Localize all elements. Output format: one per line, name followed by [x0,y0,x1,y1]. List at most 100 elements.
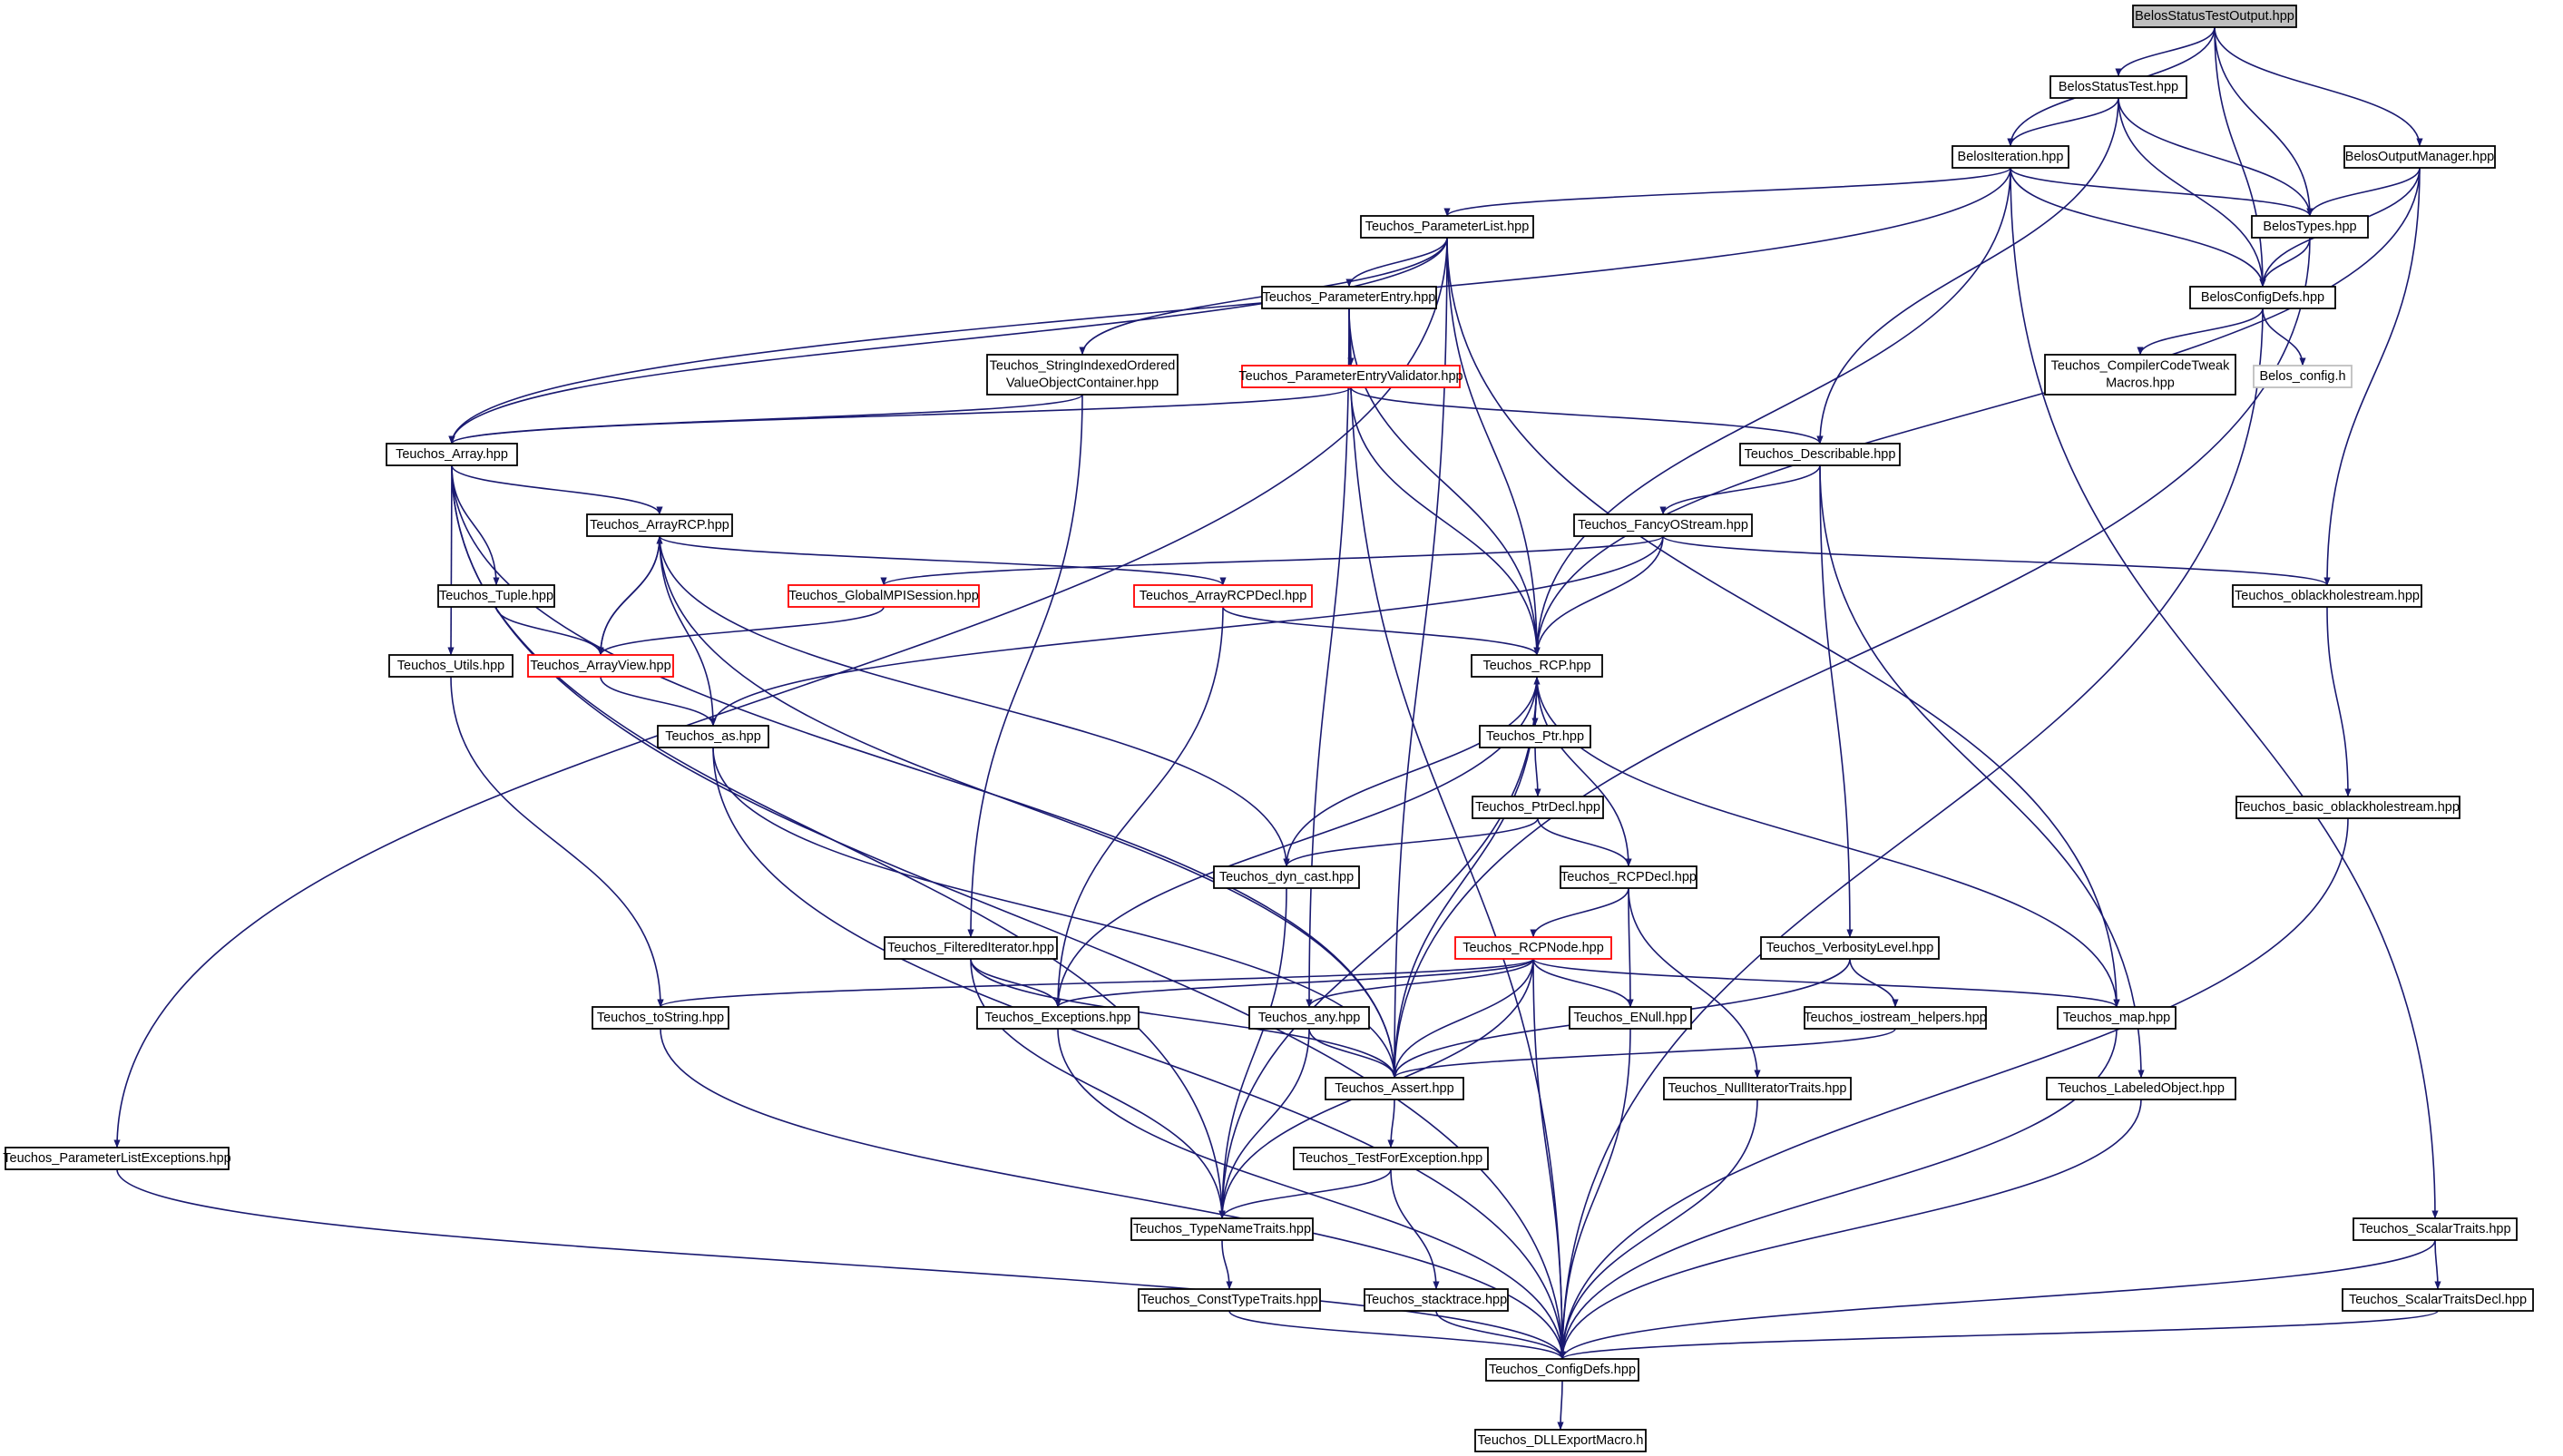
node-oblackholestream[interactable]: Teuchos_oblackholestream.hpp [2232,584,2422,608]
node-stacktrace[interactable]: Teuchos_stacktrace.hpp [1364,1288,1509,1312]
node-label: Teuchos_ArrayRCP.hpp [590,518,729,533]
edge-array-view-to-as [600,676,717,727]
node-const-type-traits[interactable]: Teuchos_ConstTypeTraits.hpp [1138,1288,1321,1312]
node-box [1573,513,1753,537]
node-global-mpi-session[interactable]: Teuchos_GlobalMPISession.hpp [787,584,980,608]
edge-belos-output-manager-to-belos-types [2306,167,2421,217]
node-label: BelosTypes.hpp [2263,220,2356,234]
node-verbosity-level[interactable]: Teuchos_VerbosityLevel.hpp [1760,936,1940,960]
node-filtered-iterator[interactable]: Teuchos_FilteredIterator.hpp [884,936,1058,960]
node-box [592,1006,729,1030]
node-label: Teuchos_TestForException.hpp [1299,1151,1482,1166]
node-belos-status-test[interactable]: BelosStatusTest.hpp [2049,75,2187,99]
node-label: Teuchos_CompilerCodeTweak [2051,359,2230,374]
node-box [1804,1006,1987,1030]
node-rcp-decl[interactable]: Teuchos_RCPDecl.hpp [1560,865,1697,889]
node-label: Teuchos_ArrayView.hpp [530,659,670,673]
node-utils[interactable]: Teuchos_Utils.hpp [388,654,514,678]
edge-rcp-node-to-teuchos-config-defs [1532,958,1566,1360]
nodes-layer: BelosStatusTestOutput.hppBelosStatusTest… [3,5,2534,1452]
node-string-indexed[interactable]: Teuchos_StringIndexedOrderedValueObjectC… [986,354,1179,396]
node-labeled-object[interactable]: Teuchos_LabeledObject.hpp [2046,1077,2236,1100]
node-array-rcp[interactable]: Teuchos_ArrayRCP.hpp [586,513,733,537]
node-label: ValueObjectContainer.hpp [1006,376,1159,391]
edge-fancy-o-stream-to-oblackholestream [1662,535,2331,586]
node-box [2235,796,2460,819]
node-rcp-node[interactable]: Teuchos_RCPNode.hpp [1454,936,1612,960]
node-array[interactable]: Teuchos_Array.hpp [386,443,518,466]
node-belos-iteration[interactable]: BelosIteration.hpp [1952,145,2069,169]
node-scalar-traits-decl[interactable]: Teuchos_ScalarTraitsDecl.hpp [2342,1288,2534,1312]
node-label: BelosOutputManager.hpp [2345,150,2494,164]
node-ptr-decl[interactable]: Teuchos_PtrDecl.hpp [1472,796,1604,819]
edge-string-indexed-to-array [448,394,1083,445]
node-label: Teuchos_FilteredIterator.hpp [887,941,1054,955]
node-dll-export-macro[interactable]: Teuchos_DLLExportMacro.h [1474,1429,1647,1452]
node-box [2132,5,2297,28]
node-array-rcp-decl[interactable]: Teuchos_ArrayRCPDecl.hpp [1133,584,1313,608]
node-belos-config-h[interactable]: Belos_config.h [2253,365,2353,388]
node-teuchos-config-defs[interactable]: Teuchos_ConfigDefs.hpp [1485,1358,1639,1382]
node-label: Teuchos_Assert.hpp [1335,1081,1453,1096]
node-parameter-list-exceptions[interactable]: Teuchos_ParameterListExceptions.hpp [3,1147,231,1170]
node-as[interactable]: Teuchos_as.hpp [657,725,769,748]
node-parameter-list[interactable]: Teuchos_ParameterList.hpp [1360,215,1534,239]
node-belos-config-defs[interactable]: BelosConfigDefs.hpp [2189,286,2336,309]
node-e-null[interactable]: Teuchos_ENull.hpp [1569,1006,1692,1030]
node-null-iterator-traits[interactable]: Teuchos_NullIteratorTraits.hpp [1663,1077,1852,1100]
node-box [5,1147,230,1170]
node-dyn-cast[interactable]: Teuchos_dyn_cast.hpp [1213,865,1360,889]
node-iostream-helpers[interactable]: Teuchos_iostream_helpers.hpp [1804,1006,1987,1030]
node-tuple[interactable]: Teuchos_Tuple.hpp [437,584,555,608]
node-fancy-o-stream[interactable]: Teuchos_FancyOStream.hpp [1573,513,1753,537]
edge-e-null-to-teuchos-config-defs [1559,1028,1631,1360]
edge-utils-to-to-string [450,676,664,1008]
node-box [2046,1077,2236,1100]
edge-rcp-node-to-any [1306,958,1534,1008]
node-box [1130,1217,1314,1241]
node-box [1471,654,1603,678]
node-basic-oblackhole[interactable]: Teuchos_basic_oblackholestream.hpp [2235,796,2460,819]
node-parameter-entry[interactable]: Teuchos_ParameterEntry.hpp [1261,286,1437,309]
node-describable[interactable]: Teuchos_Describable.hpp [1739,443,1901,466]
edge-test-for-exception-to-stacktrace [1390,1168,1440,1290]
node-label: BelosConfigDefs.hpp [2201,290,2324,305]
edge-dyn-cast-to-type-name-traits [1218,887,1287,1219]
node-box [1325,1077,1464,1100]
node-belos-output-manager[interactable]: BelosOutputManager.hpp [2343,145,2496,169]
edge-filtered-iterator-to-assert [970,958,1398,1079]
edge-ptr-to-rcp [1533,676,1541,727]
edge-parameter-entry-validator-to-describable [1350,386,1824,445]
node-to-string[interactable]: Teuchos_toString.hpp [592,1006,729,1030]
node-belos-types[interactable]: BelosTypes.hpp [2251,215,2369,239]
node-box [586,513,733,537]
node-array-view[interactable]: Teuchos_ArrayView.hpp [527,654,674,678]
node-label: Teuchos_RCPDecl.hpp [1560,870,1697,884]
edge-rcp-to-rcp-decl [1536,676,1632,867]
edge-array-rcp-decl-to-rcp [1222,606,1541,656]
edge-describable-to-fancy-o-stream [1659,464,1821,515]
node-exceptions[interactable]: Teuchos_Exceptions.hpp [976,1006,1140,1030]
edge-array-rcp-decl-to-exceptions [1054,606,1224,1008]
node-rcp[interactable]: Teuchos_RCP.hpp [1471,654,1603,678]
node-scalar-traits[interactable]: Teuchos_ScalarTraits.hpp [2353,1217,2518,1241]
node-box [1454,936,1612,960]
edge-parameter-entry-validator-to-rcp [1350,386,1541,656]
node-ptr[interactable]: Teuchos_Ptr.hpp [1479,725,1591,748]
node-label: Teuchos_map.hpp [2063,1011,2171,1025]
node-any[interactable]: Teuchos_any.hpp [1248,1006,1370,1030]
node-belos-status-test-output[interactable]: BelosStatusTestOutput.hpp [2132,5,2297,28]
node-assert[interactable]: Teuchos_Assert.hpp [1325,1077,1464,1100]
edge-belos-iteration-to-rcp [1533,167,2011,656]
node-box [386,443,518,466]
node-test-for-exception[interactable]: Teuchos_TestForException.hpp [1293,1147,1489,1170]
node-parameter-entry-validator[interactable]: Teuchos_ParameterEntryValidator.hpp [1238,365,1463,388]
node-type-name-traits[interactable]: Teuchos_TypeNameTraits.hpp [1130,1217,1314,1241]
edge-rcp-to-type-name-traits [1218,676,1538,1219]
node-label: Teuchos_ParameterEntry.hpp [1263,290,1436,305]
node-box [1663,1077,1852,1100]
edge-belos-types-to-belos-config-defs [2259,237,2311,288]
edge-array-rcp-to-array-rcp-decl [659,535,1227,586]
node-map[interactable]: Teuchos_map.hpp [2057,1006,2177,1030]
